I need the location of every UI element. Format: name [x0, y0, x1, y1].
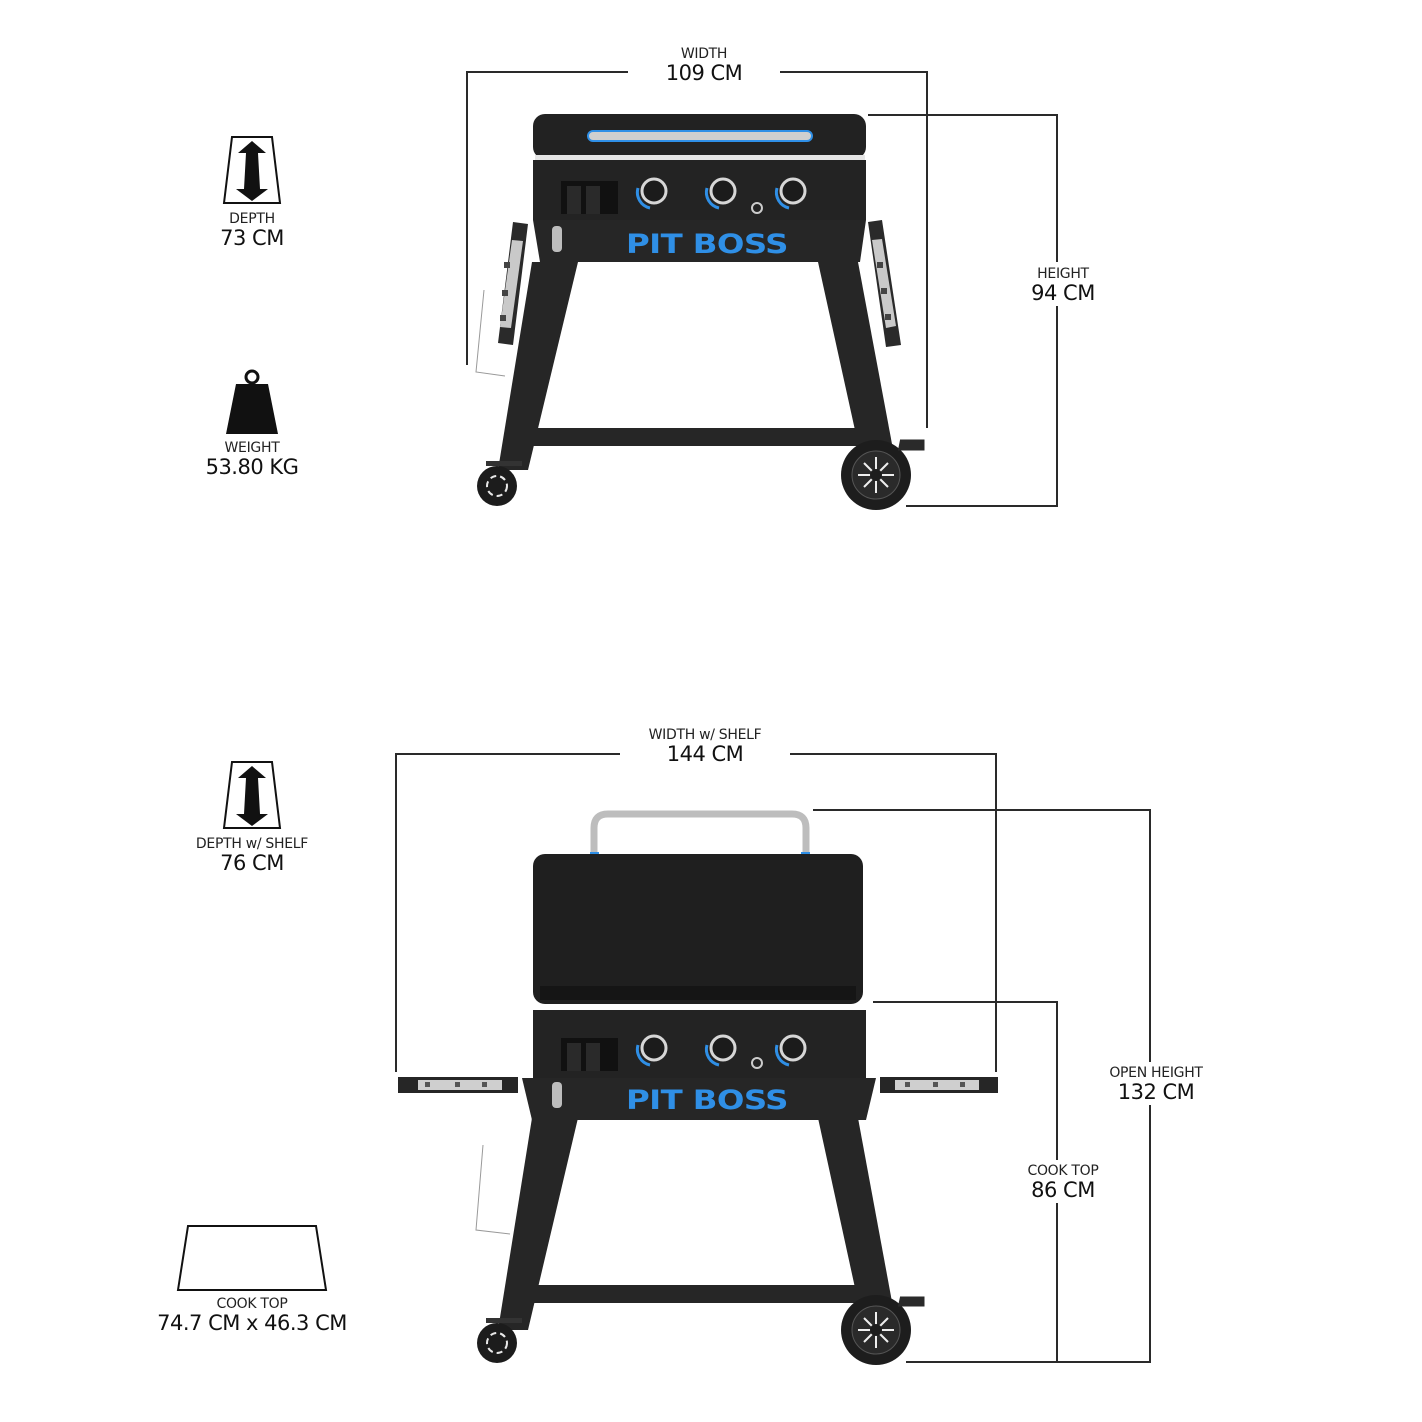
- spec-cooktop-value: 74.7 CM x 46.3 CM: [157, 1311, 347, 1335]
- dimension-width-value: 109 CM: [665, 61, 743, 85]
- dimension-width-shelf: WIDTH w/ SHELF 144 CM: [620, 727, 790, 765]
- cooktop-surface-icon: [176, 1225, 328, 1291]
- brand-logo-open: PIT BOSS: [626, 1085, 788, 1116]
- weight-icon: [226, 369, 278, 434]
- dimension-height: HEIGHT 94 CM: [1000, 266, 1126, 304]
- dimension-open-height: OPEN HEIGHT 132 CM: [1090, 1065, 1222, 1103]
- spec-depth-label: DEPTH: [229, 211, 275, 227]
- dimension-height-label: HEIGHT: [1037, 266, 1089, 282]
- brand-logo-closed: PIT BOSS: [626, 229, 788, 260]
- dimension-width-shelf-value: 144 CM: [666, 742, 744, 766]
- dimension-width: WIDTH 109 CM: [628, 46, 780, 84]
- spec-depth-shelf-label: DEPTH w/ SHELF: [195, 836, 309, 852]
- spec-weight-value: 53.80 KG: [205, 455, 299, 479]
- dimension-open-height-label: OPEN HEIGHT: [1109, 1065, 1203, 1081]
- dimension-cooktop-height: COOK TOP 86 CM: [1006, 1163, 1120, 1201]
- dimension-width-shelf-label: WIDTH w/ SHELF: [648, 727, 762, 743]
- burner-knobs-open: [635, 1034, 807, 1069]
- side-shelf-left: [398, 1077, 518, 1093]
- spec-weight: WEIGHT 53.80 KG: [152, 368, 352, 478]
- spec-depth-value: 73 CM: [220, 226, 284, 250]
- folded-side-shelf-right: [868, 220, 901, 347]
- folded-side-shelf-left: [498, 222, 528, 345]
- spec-weight-label: WEIGHT: [224, 440, 280, 456]
- side-shelf-right: [880, 1077, 998, 1093]
- spec-depth: DEPTH 73 CM: [152, 135, 352, 249]
- spec-cooktop-label: COOK TOP: [216, 1296, 288, 1312]
- depth-arrow-icon: [222, 136, 282, 204]
- spec-cooktop-area: COOK TOP 74.7 CM x 46.3 CM: [127, 1224, 377, 1334]
- burner-knobs: [635, 177, 807, 214]
- dimension-cooktop-height-label: COOK TOP: [1027, 1163, 1099, 1179]
- dimension-height-value: 94 CM: [1031, 281, 1095, 305]
- dimension-cooktop-height-value: 86 CM: [1031, 1178, 1095, 1202]
- depth-arrow-icon: [222, 761, 282, 829]
- spec-depth-shelf-value: 76 CM: [220, 851, 284, 875]
- spec-depth-shelf: DEPTH w/ SHELF 76 CM: [152, 760, 352, 874]
- dimension-open-height-value: 132 CM: [1117, 1080, 1195, 1104]
- dimension-width-label: WIDTH: [680, 46, 728, 62]
